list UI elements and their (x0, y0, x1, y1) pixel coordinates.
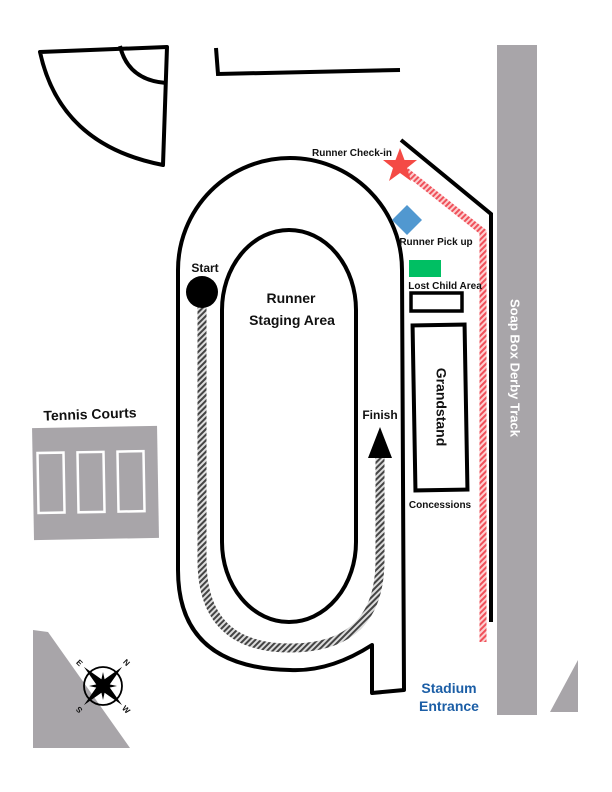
staging-label-line2: Staging Area (249, 312, 335, 328)
finish-arrow-icon (368, 427, 392, 458)
staging-label-line1: Runner (267, 290, 317, 306)
compass-rose-icon: N S E W (74, 657, 132, 716)
compass-w: W (120, 704, 132, 716)
soap-box-derby-track (497, 45, 537, 715)
compass-n: N (121, 657, 132, 668)
start-marker (186, 276, 218, 308)
runner-pick-up-diamond-icon (392, 205, 422, 235)
boundary-line (214, 47, 493, 622)
ground-area-bottom-right (550, 660, 578, 712)
runner-staging-area (220, 228, 358, 624)
building-inner-arc (118, 45, 167, 85)
finish-label: Finish (362, 408, 397, 422)
stadium-entrance-line2: Entrance (419, 698, 479, 714)
tennis-courts-label: Tennis Courts (43, 404, 137, 423)
soap-box-derby-track-label: Soap Box Derby Track (508, 299, 523, 438)
race-route (197, 300, 385, 653)
runner-check-in-star-icon (383, 148, 417, 181)
ground-area-bottom-left (33, 630, 130, 748)
compass-s: S (74, 704, 85, 715)
lost-child-area-label: Lost Child Area (408, 281, 482, 292)
lost-child-area-marker (409, 260, 441, 277)
small-building (409, 291, 464, 313)
grandstand-label: Grandstand (433, 368, 449, 447)
grandstand (410, 322, 470, 493)
compass-e: E (74, 658, 85, 669)
start-label: Start (191, 261, 218, 275)
runner-route (399, 165, 487, 642)
runner-pick-up-label: Runner Pick up (399, 237, 472, 248)
concessions-label: Concessions (409, 500, 472, 511)
stadium-entrance-line1: Stadium (421, 680, 476, 696)
runner-check-in-label: Runner Check-in (312, 148, 392, 159)
building-outline (38, 45, 169, 167)
tennis-courts (32, 425, 159, 541)
